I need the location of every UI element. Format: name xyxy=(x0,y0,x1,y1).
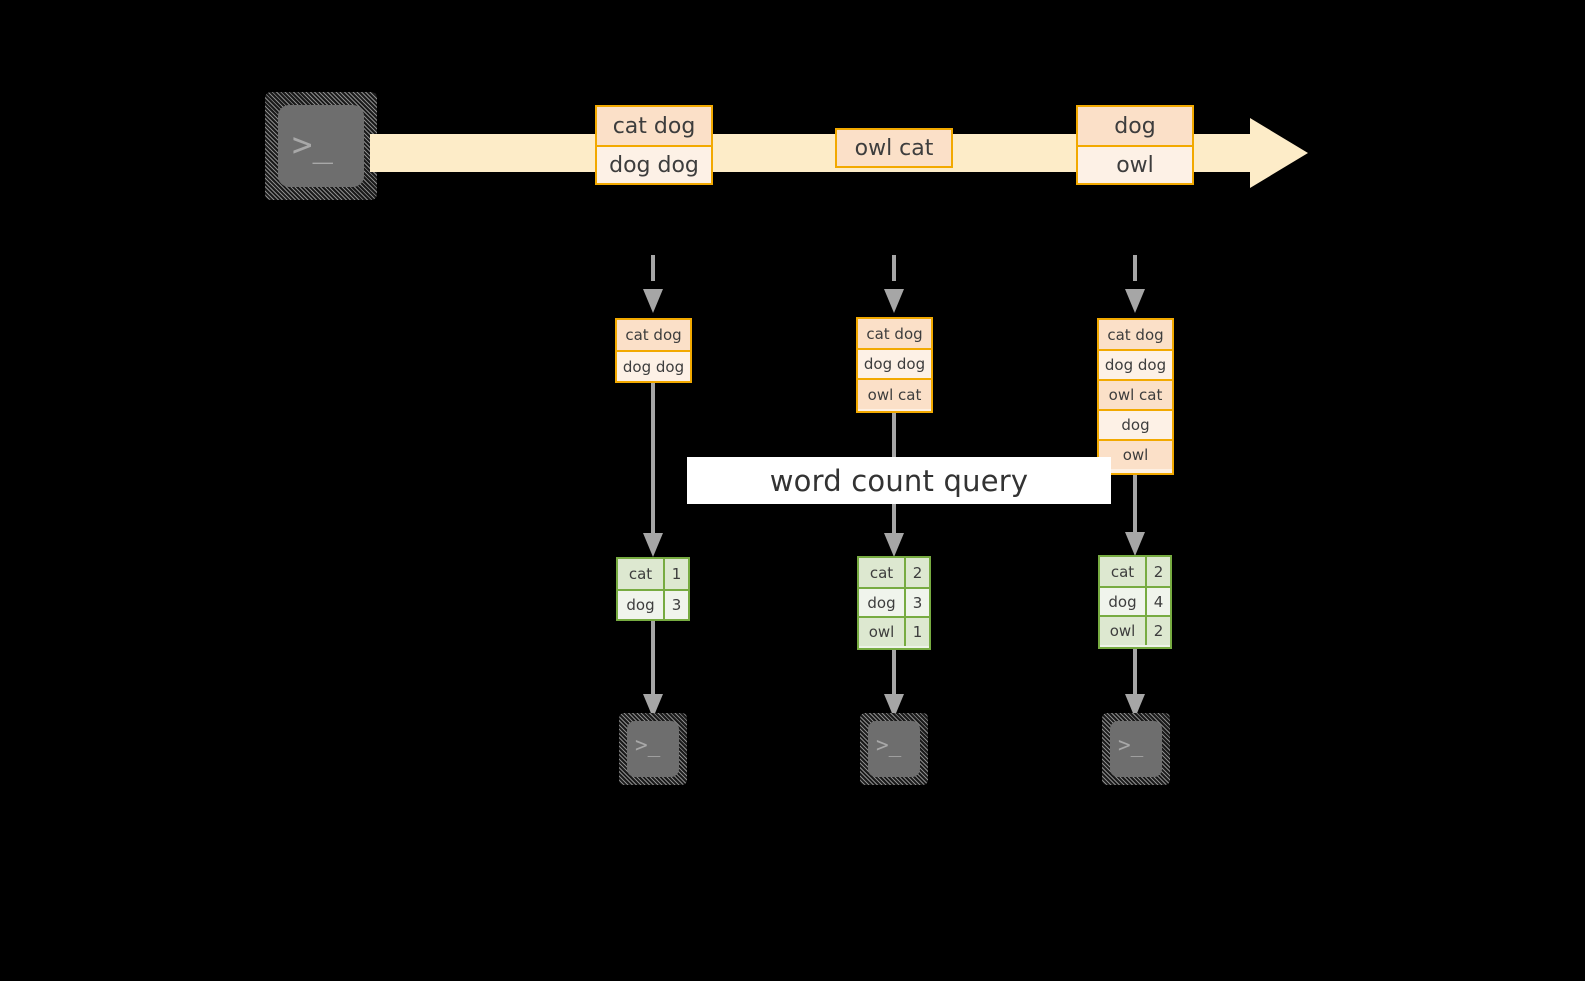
accumulated-record: cat dog xyxy=(858,319,931,348)
table-row: cat 1 xyxy=(618,559,688,589)
result-word: cat xyxy=(859,558,906,587)
stream-group-2: owl cat xyxy=(835,128,953,168)
table-row: dog 3 xyxy=(618,589,688,619)
table-row: dog 3 xyxy=(859,587,929,616)
table-row: owl 1 xyxy=(859,616,929,646)
stream-record: cat dog xyxy=(597,107,711,145)
accumulated-record: cat dog xyxy=(617,320,690,350)
accumulated-record: dog xyxy=(1099,409,1172,439)
result-count: 2 xyxy=(1147,557,1170,586)
terminal-prompt-glyph: >_ xyxy=(876,733,902,757)
result-count: 4 xyxy=(1147,588,1170,615)
table-row: cat 2 xyxy=(1100,557,1170,586)
accumulated-record: owl cat xyxy=(1099,379,1172,409)
dashed-down-arrow-icon-1 xyxy=(640,255,666,315)
accumulated-record: dog dog xyxy=(858,348,931,378)
sink-terminal-icon-2: >_ xyxy=(860,713,928,785)
result-table-3: cat 2 dog 4 owl 2 xyxy=(1098,555,1172,649)
stream-record: owl cat xyxy=(837,130,951,166)
result-table-2: cat 2 dog 3 owl 1 xyxy=(857,556,931,650)
result-count: 2 xyxy=(906,558,929,587)
sink-terminal-icon-3: >_ xyxy=(1102,713,1170,785)
result-count: 3 xyxy=(906,589,929,616)
terminal-prompt-glyph: >_ xyxy=(292,125,333,165)
sink-terminal-icon-1: >_ xyxy=(619,713,687,785)
flow-arrow-query-3 xyxy=(1123,475,1147,557)
accumulated-records-3: cat dog dog dog owl cat dog owl xyxy=(1097,318,1174,475)
dashed-down-arrow-icon-3 xyxy=(1122,255,1148,315)
accumulated-records-1: cat dog dog dog xyxy=(615,318,692,383)
terminal-prompt-glyph: >_ xyxy=(635,733,661,757)
result-table-1: cat 1 dog 3 xyxy=(616,557,690,621)
terminal-prompt-glyph: >_ xyxy=(1118,733,1144,757)
result-count: 3 xyxy=(665,591,688,619)
result-count: 1 xyxy=(665,559,688,589)
result-word: dog xyxy=(1100,588,1147,615)
table-row: dog 4 xyxy=(1100,586,1170,615)
stream-record: owl xyxy=(1078,145,1192,183)
result-count: 1 xyxy=(906,618,929,646)
terminal-body xyxy=(627,721,679,777)
result-word: owl xyxy=(1100,617,1147,645)
table-row: cat 2 xyxy=(859,558,929,587)
query-label: word count query xyxy=(687,457,1111,504)
stream-group-1: cat dog dog dog xyxy=(595,105,713,185)
result-word: cat xyxy=(618,559,665,589)
accumulated-record: dog dog xyxy=(617,350,690,381)
result-word: dog xyxy=(618,591,665,619)
result-word: dog xyxy=(859,589,906,616)
flow-arrow-sink-2 xyxy=(882,650,906,719)
result-word: cat xyxy=(1100,557,1147,586)
stream-record: dog dog xyxy=(597,145,711,183)
stream-record: dog xyxy=(1078,107,1192,145)
dashed-down-arrow-icon-2 xyxy=(881,255,907,315)
result-word: owl xyxy=(859,618,906,646)
source-terminal-icon: >_ xyxy=(265,92,377,200)
terminal-body xyxy=(278,105,364,187)
accumulated-record: cat dog xyxy=(1099,320,1172,349)
table-row: owl 2 xyxy=(1100,615,1170,645)
accumulated-record: owl cat xyxy=(858,378,931,409)
result-count: 2 xyxy=(1147,617,1170,645)
accumulated-record: owl xyxy=(1099,439,1172,469)
stream-group-3: dog owl xyxy=(1076,105,1194,185)
accumulated-record: dog dog xyxy=(1099,349,1172,379)
accumulated-records-2: cat dog dog dog owl cat xyxy=(856,317,933,413)
flow-arrow-query-1 xyxy=(641,383,665,558)
flow-arrow-sink-1 xyxy=(641,621,665,719)
flow-arrow-sink-3 xyxy=(1123,649,1147,719)
terminal-body xyxy=(868,721,920,777)
terminal-body xyxy=(1110,721,1162,777)
